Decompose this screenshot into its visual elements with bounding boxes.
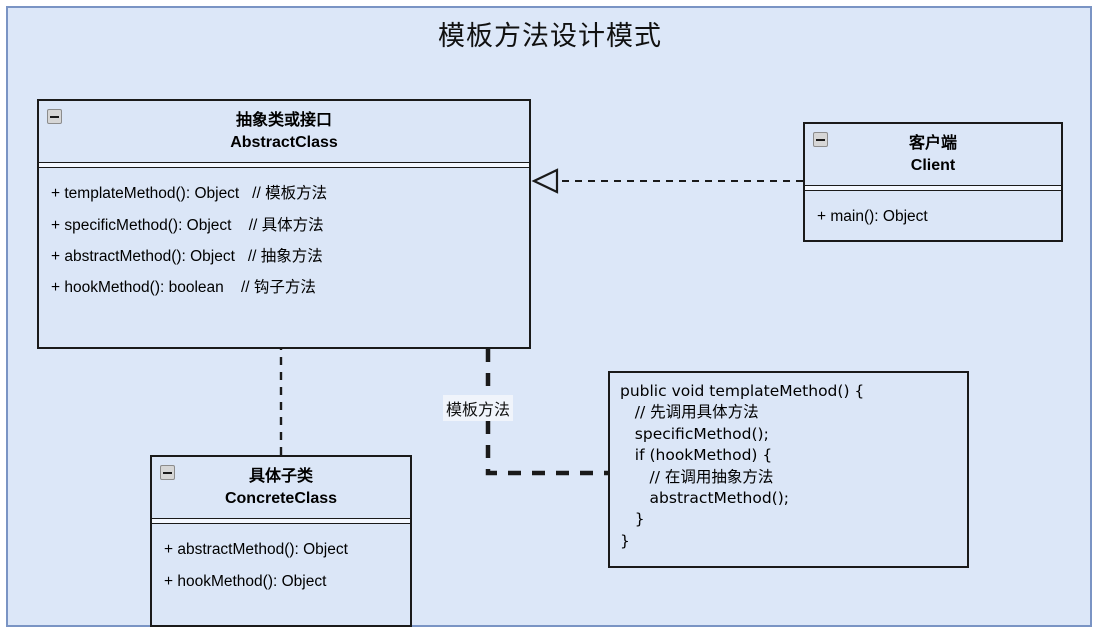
class-box-client[interactable]: 客户端 Client + main(): Object — [803, 122, 1063, 242]
code-note-box: public void templateMethod() { // 先调用具体方… — [608, 371, 969, 568]
class-name-cn: 抽象类或接口 — [235, 112, 332, 129]
class-header-abstractclass: 抽象类或接口 AbstractClass — [39, 101, 529, 162]
class-members-client: + main(): Object — [805, 191, 1061, 240]
minus-icon[interactable] — [813, 132, 828, 147]
minus-icon[interactable] — [160, 465, 175, 480]
class-box-abstractclass[interactable]: 抽象类或接口 AbstractClass + templateMethod():… — [37, 99, 531, 349]
class-member: + hookMethod(): boolean // 钩子方法 — [51, 279, 316, 297]
class-member: + hookMethod(): Object — [164, 572, 327, 590]
class-box-concreteclass[interactable]: 具体子类 ConcreteClass + abstractMethod(): O… — [150, 455, 412, 627]
class-member: + specificMethod(): Object // 具体方法 — [51, 216, 324, 234]
minus-icon[interactable] — [47, 109, 62, 124]
class-name-cn: 具体子类 — [248, 468, 313, 485]
edge-label-template-method: 模板方法 — [443, 395, 514, 421]
class-member: + templateMethod(): Object // 模板方法 — [51, 185, 328, 203]
compartment-divider — [39, 162, 529, 169]
class-name-en: ConcreteClass — [224, 489, 338, 507]
class-member: + main(): Object — [817, 208, 928, 226]
class-members-concreteclass: + abstractMethod(): Object + hookMethod(… — [152, 524, 410, 605]
class-member: + abstractMethod(): Object — [164, 541, 348, 559]
class-header-client: 客户端 Client — [805, 124, 1061, 185]
class-name-en: Client — [910, 156, 956, 174]
compartment-divider — [805, 185, 1061, 192]
class-member: + abstractMethod(): Object // 抽象方法 — [51, 247, 323, 265]
class-members-abstractclass: + templateMethod(): Object // 模板方法 + spe… — [39, 168, 529, 312]
class-name-cn: 客户端 — [908, 135, 957, 152]
class-header-concreteclass: 具体子类 ConcreteClass — [152, 457, 410, 518]
code-note-text: public void templateMethod() { // 先调用具体方… — [620, 382, 865, 550]
compartment-divider — [152, 518, 410, 525]
page-title: 模板方法设计模式 — [438, 21, 662, 51]
class-name-en: AbstractClass — [230, 133, 338, 151]
